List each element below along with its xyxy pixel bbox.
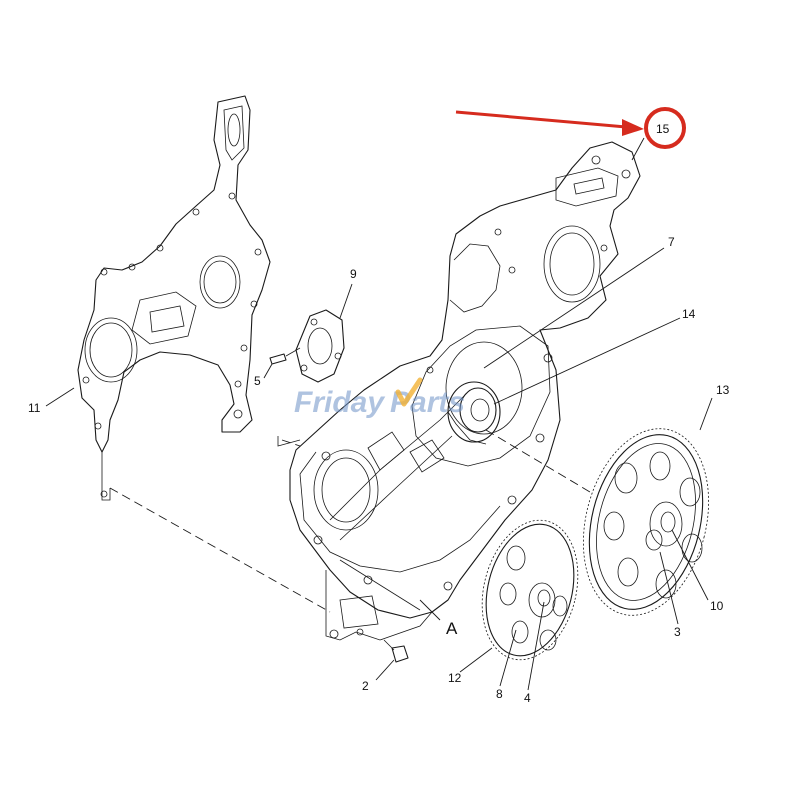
callout-10: 10 [710,599,724,613]
callout-14: 14 [682,307,696,321]
callout-7: 7 [668,235,675,249]
callout-9: 9 [350,267,357,281]
callout-4: 4 [524,691,531,705]
callout-12: 12 [448,671,462,685]
callout-2: 2 [362,679,369,693]
front-cover-housing [289,141,641,641]
callout-11: 11 [28,401,41,415]
callout-8: 8 [496,687,503,701]
callout-15: 15 [656,122,670,136]
bolt-2 [383,639,409,663]
cover-plate [295,309,345,383]
highlight-arrow [455,110,644,136]
idler-gear [481,519,579,661]
callout-3: 3 [674,625,681,639]
assembly-lines [109,429,591,613]
callout-5: 5 [254,374,261,388]
bolt-5 [269,347,301,365]
callout-13: 13 [716,383,730,397]
watermark-text-1: Friday [294,386,385,419]
leader-lines [45,137,713,691]
camshaft-gear [583,428,709,616]
check-icon [395,377,423,407]
view-label-a: A [446,619,458,638]
crankshaft-front-seal [447,381,501,445]
highlight-circle [644,107,686,149]
front-cover-gasket [77,95,271,501]
